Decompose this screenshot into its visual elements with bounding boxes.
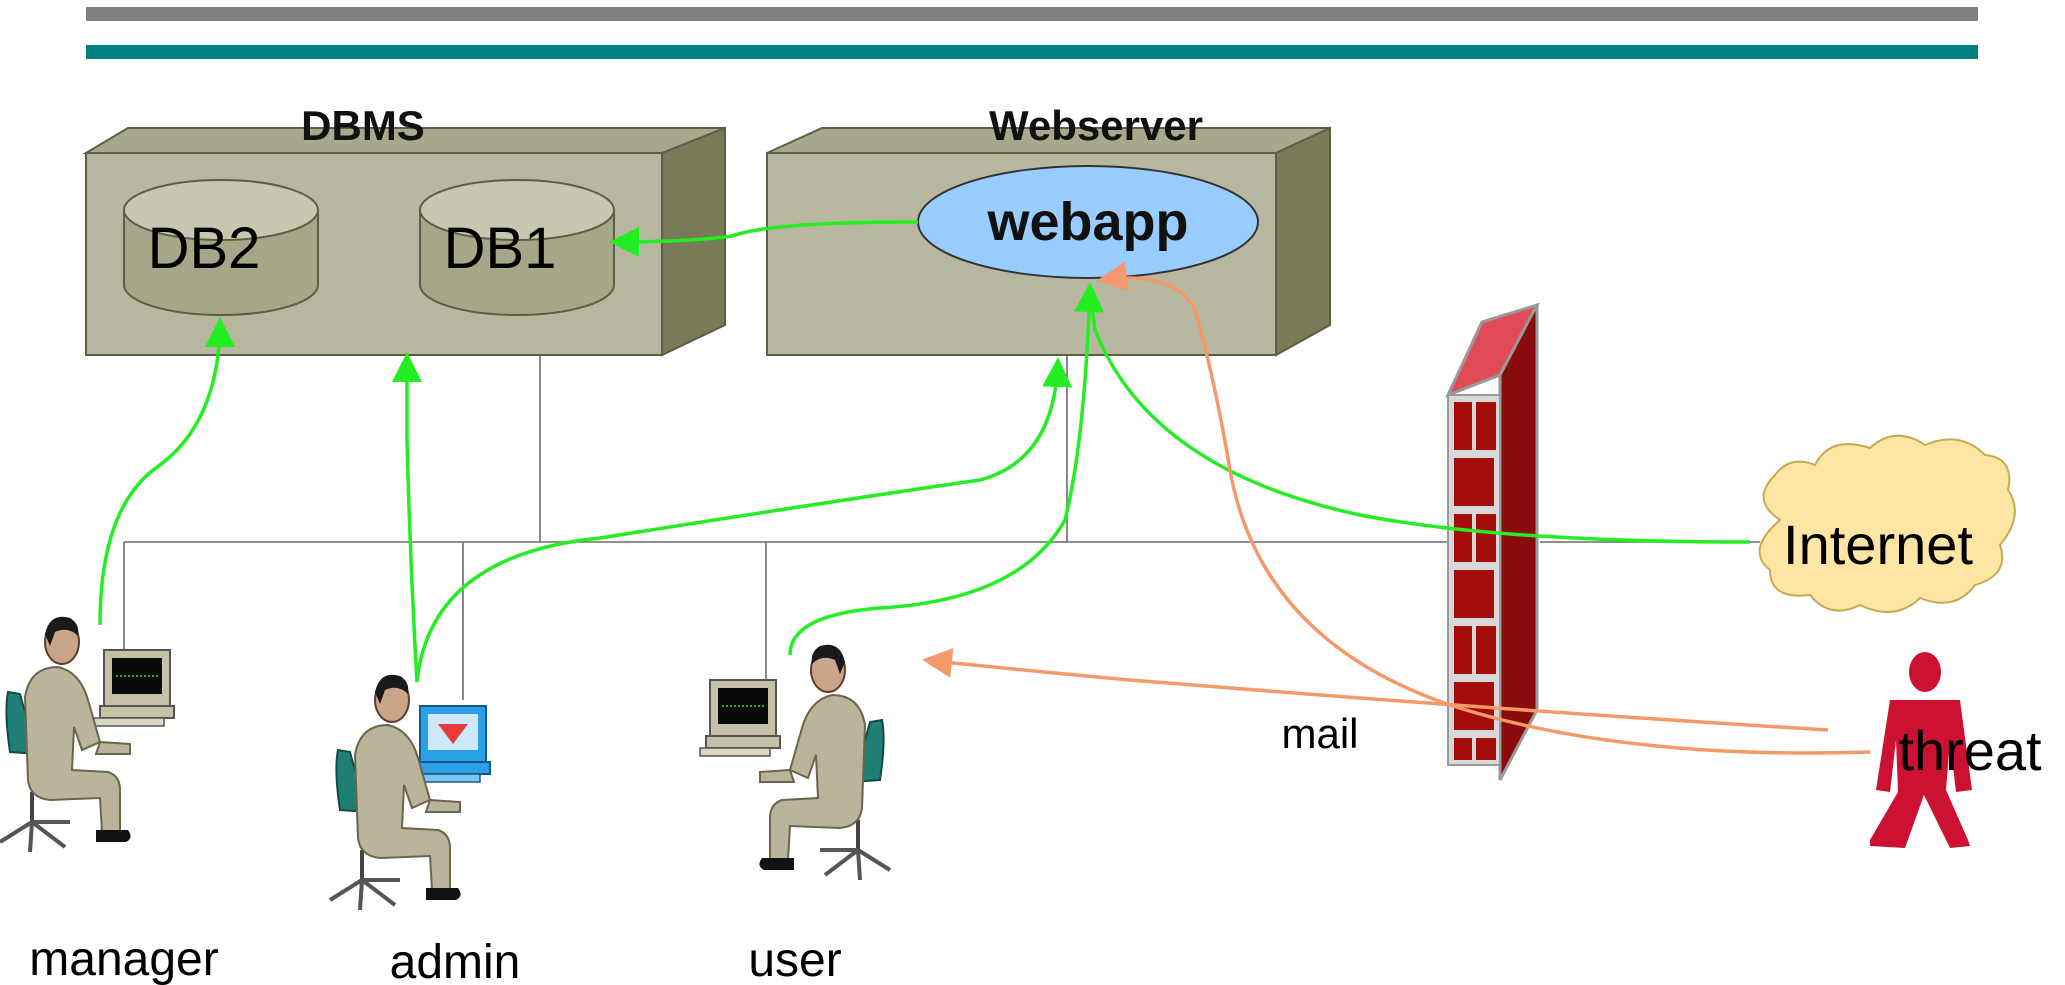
flow-manager-to-db2 xyxy=(98,317,235,626)
flow-admin-to-webserver xyxy=(415,357,1073,683)
threat-person-icon xyxy=(1870,652,1972,848)
dbms-title: DBMS xyxy=(301,102,425,149)
internet-label: Internet xyxy=(1783,513,1973,576)
header-rule-teal xyxy=(86,45,1978,59)
admin-label: admin xyxy=(390,936,521,985)
webapp-label: webapp xyxy=(986,192,1188,252)
db2-cylinder: DB2 xyxy=(123,179,319,316)
db1-cylinder: DB1 xyxy=(419,179,615,316)
flow-threat-mail xyxy=(922,647,1829,732)
webserver-box: Webserver webapp xyxy=(766,102,1331,357)
threat-label: threat xyxy=(1898,719,2042,782)
db1-label: DB1 xyxy=(444,216,557,281)
user-workstation xyxy=(699,642,892,882)
flow-user-to-webapp xyxy=(788,282,1105,656)
legitimate-access-flows xyxy=(98,220,1751,683)
manager-label: manager xyxy=(29,933,218,985)
flow-threat-to-webapp xyxy=(1097,261,1871,755)
mail-label: mail xyxy=(1281,710,1358,757)
flow-admin-to-dbms xyxy=(392,352,422,683)
manager-workstation xyxy=(0,614,175,854)
header-rule-gray xyxy=(86,7,1978,21)
dbms-box: DBMS DB2 DB1 xyxy=(82,102,726,357)
internet-cloud-icon: Internet xyxy=(1758,434,2016,614)
webserver-title: Webserver xyxy=(989,102,1203,149)
db2-label: DB2 xyxy=(148,216,261,281)
flow-webapp-to-db1 xyxy=(609,220,919,257)
flow-internet-to-webapp xyxy=(1088,289,1751,544)
admin-workstation xyxy=(328,672,491,912)
user-label: user xyxy=(748,934,841,985)
threat-flows xyxy=(922,261,1871,755)
